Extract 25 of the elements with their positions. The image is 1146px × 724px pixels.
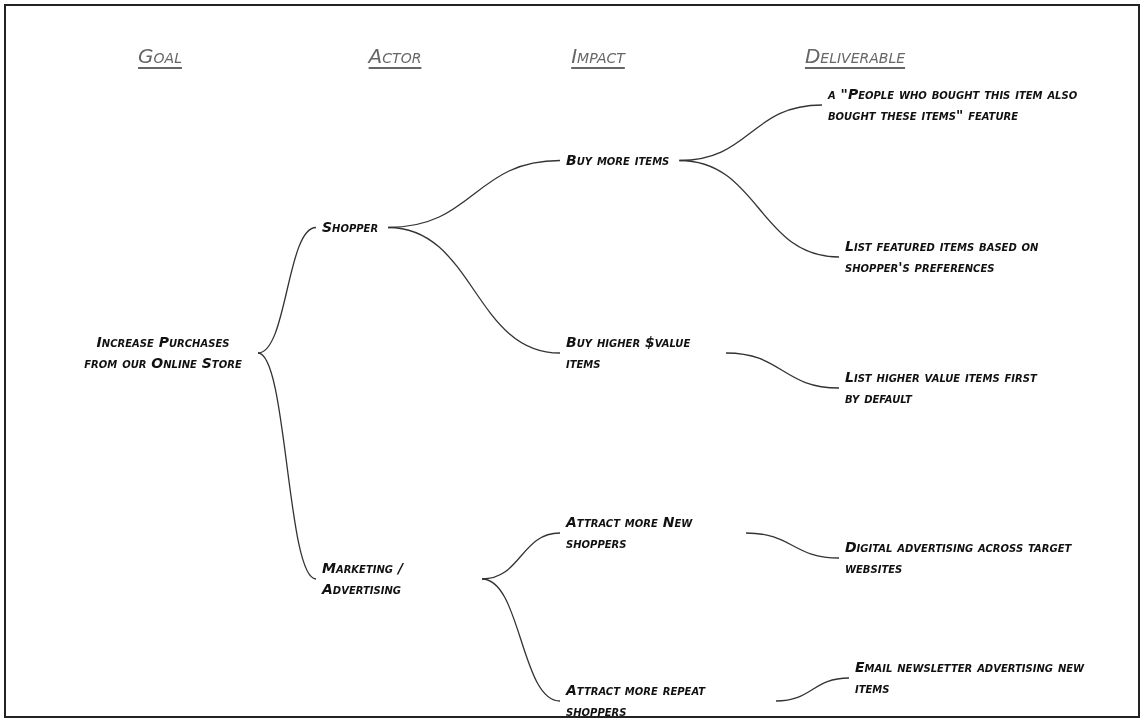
connector-curve xyxy=(775,677,850,702)
connector-curve xyxy=(481,532,561,580)
actor-text: Marketing / Advertising xyxy=(322,558,472,600)
deliverable-text: Digital advertising across target websites xyxy=(845,537,1115,579)
connector-curve xyxy=(745,532,840,559)
connector-curve xyxy=(678,159,840,258)
deliverable-text: Email newsletter advertising new items xyxy=(855,657,1095,699)
deliverable-text: List higher value items first by default xyxy=(845,367,1045,409)
column-heading: Actor xyxy=(368,44,422,68)
column-heading: Goal xyxy=(138,44,182,68)
connector-curve xyxy=(481,578,561,702)
deliverable-text: a "People who bought this item also bought these items" feature xyxy=(828,84,1078,126)
deliverable-text: List featured items based on shopper's preferences xyxy=(845,236,1045,278)
impact-text: Buy more items xyxy=(566,150,670,171)
connector-curve xyxy=(257,352,317,580)
impact-text: Attract more repeat shoppers xyxy=(566,680,766,722)
actor-text: Shopper xyxy=(322,217,379,238)
connector-curve xyxy=(387,226,561,354)
goal-text: Increase Purchases from our Online Store xyxy=(78,332,248,374)
connector-curve xyxy=(257,226,317,354)
column-heading: Impact xyxy=(571,44,625,68)
connector-curve xyxy=(725,352,840,389)
impact-text: Buy higher $value items xyxy=(566,332,716,374)
column-heading: Deliverable xyxy=(804,44,906,68)
impact-text: Attract more New shoppers xyxy=(566,512,736,554)
